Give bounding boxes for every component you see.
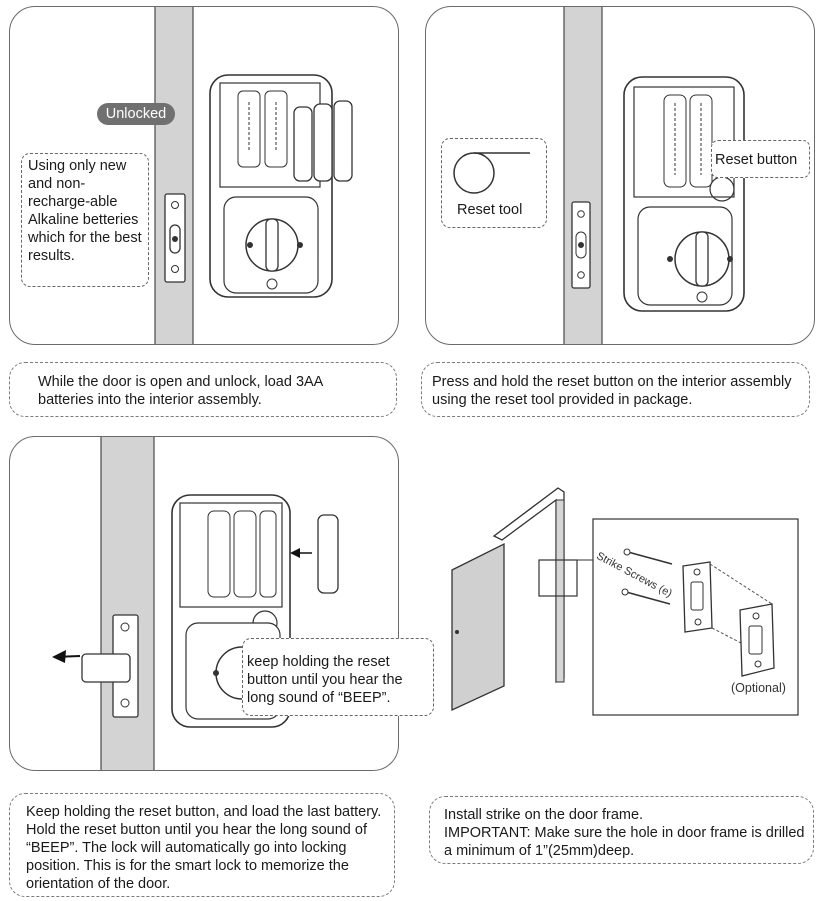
reset-button-illustration <box>563 7 745 344</box>
last-battery-illustration <box>52 437 339 770</box>
battery-install-illustration <box>154 7 353 344</box>
step3-caption: Keep holding the reset button, and load … <box>9 793 395 897</box>
step3-illustration-panel <box>9 436 399 771</box>
step4-caption-line2: IMPORTANT: Make sure the hole in door fr… <box>444 825 805 859</box>
step1-illustration-panel <box>9 6 399 345</box>
step4-caption: Install strike on the door frame. IMPORT… <box>429 796 814 864</box>
reset-button-callout: Reset button <box>711 140 810 178</box>
reset-tool-callout: Reset tool <box>441 138 547 228</box>
door-frame-strike-illustration <box>451 487 799 716</box>
step1-caption: While the door is open and unlock, load … <box>9 362 397 417</box>
battery-tip-callout: Using only new and non-recharge-able Alk… <box>21 153 149 287</box>
reset-tool-icon <box>453 152 530 194</box>
beep-callout: keep holding the reset button until you … <box>242 638 434 716</box>
reset-tool-label: Reset tool <box>457 202 523 218</box>
step2-caption: Press and hold the reset button on the i… <box>421 362 810 417</box>
unlocked-badge: Unlocked <box>97 103 175 125</box>
step4-caption-line1: Install strike on the door frame. <box>444 807 644 823</box>
step4-illustration: Strike Screws (e) (Optional) <box>440 480 820 720</box>
optional-label: (Optional) <box>731 681 786 695</box>
